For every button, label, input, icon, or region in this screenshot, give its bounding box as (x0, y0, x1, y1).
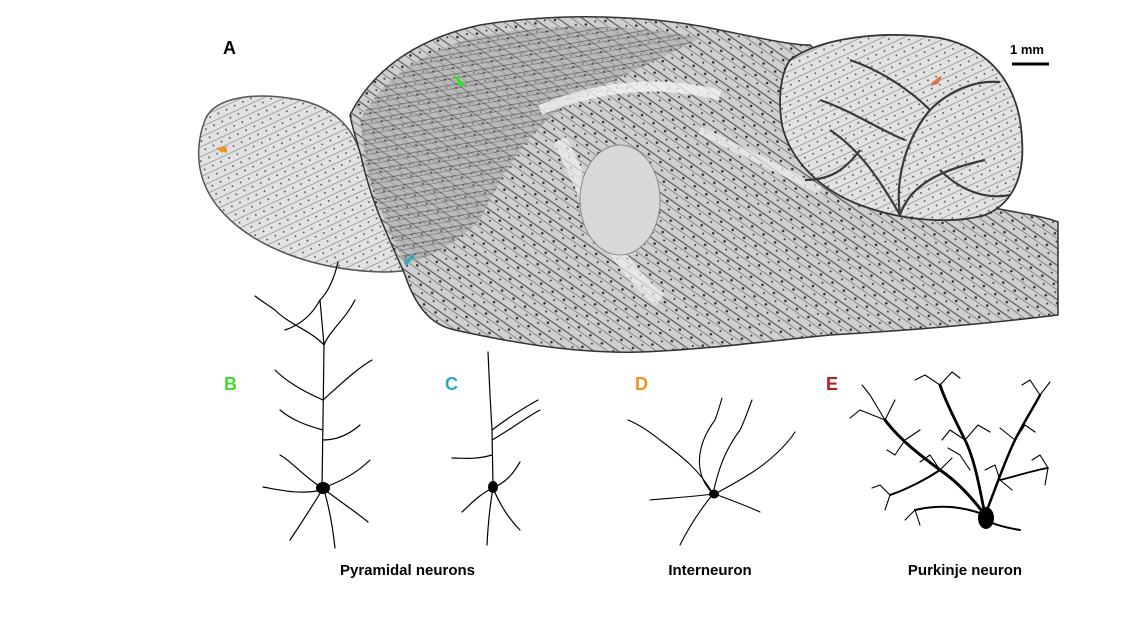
brain-section (197, 16, 1059, 353)
panel-label-d: D (635, 374, 648, 394)
soma-b (316, 482, 330, 494)
arrow-icon (216, 146, 228, 154)
caption-purkinje-neuron: Purkinje neuron (907, 562, 1023, 579)
panel-label-c: C (445, 374, 458, 394)
caption-interneuron: Interneuron (668, 562, 752, 579)
panel-label-e: E (826, 374, 839, 394)
cerebellum (779, 34, 1024, 222)
cortex-layer (360, 26, 700, 265)
cerebellar-folia (804, 58, 1011, 216)
panel-label-a: A (223, 38, 236, 58)
arrow-icon (930, 76, 942, 86)
purkinje-neuron-e (849, 371, 1051, 531)
caption-pyramidal-neurons: Pyramidal neurons (339, 562, 476, 579)
pyramidal-neuron-c (451, 351, 541, 546)
arrow-icon (452, 73, 466, 86)
panel-label-b: B (224, 374, 237, 394)
interneuron-d (627, 397, 796, 546)
soma-d (709, 489, 719, 499)
soma-e (978, 507, 994, 529)
arrow-icon (404, 254, 415, 266)
soma-c (488, 481, 498, 493)
scale-bar-label: 1 mm (1010, 42, 1044, 57)
pyramidal-neuron-b (254, 261, 373, 549)
